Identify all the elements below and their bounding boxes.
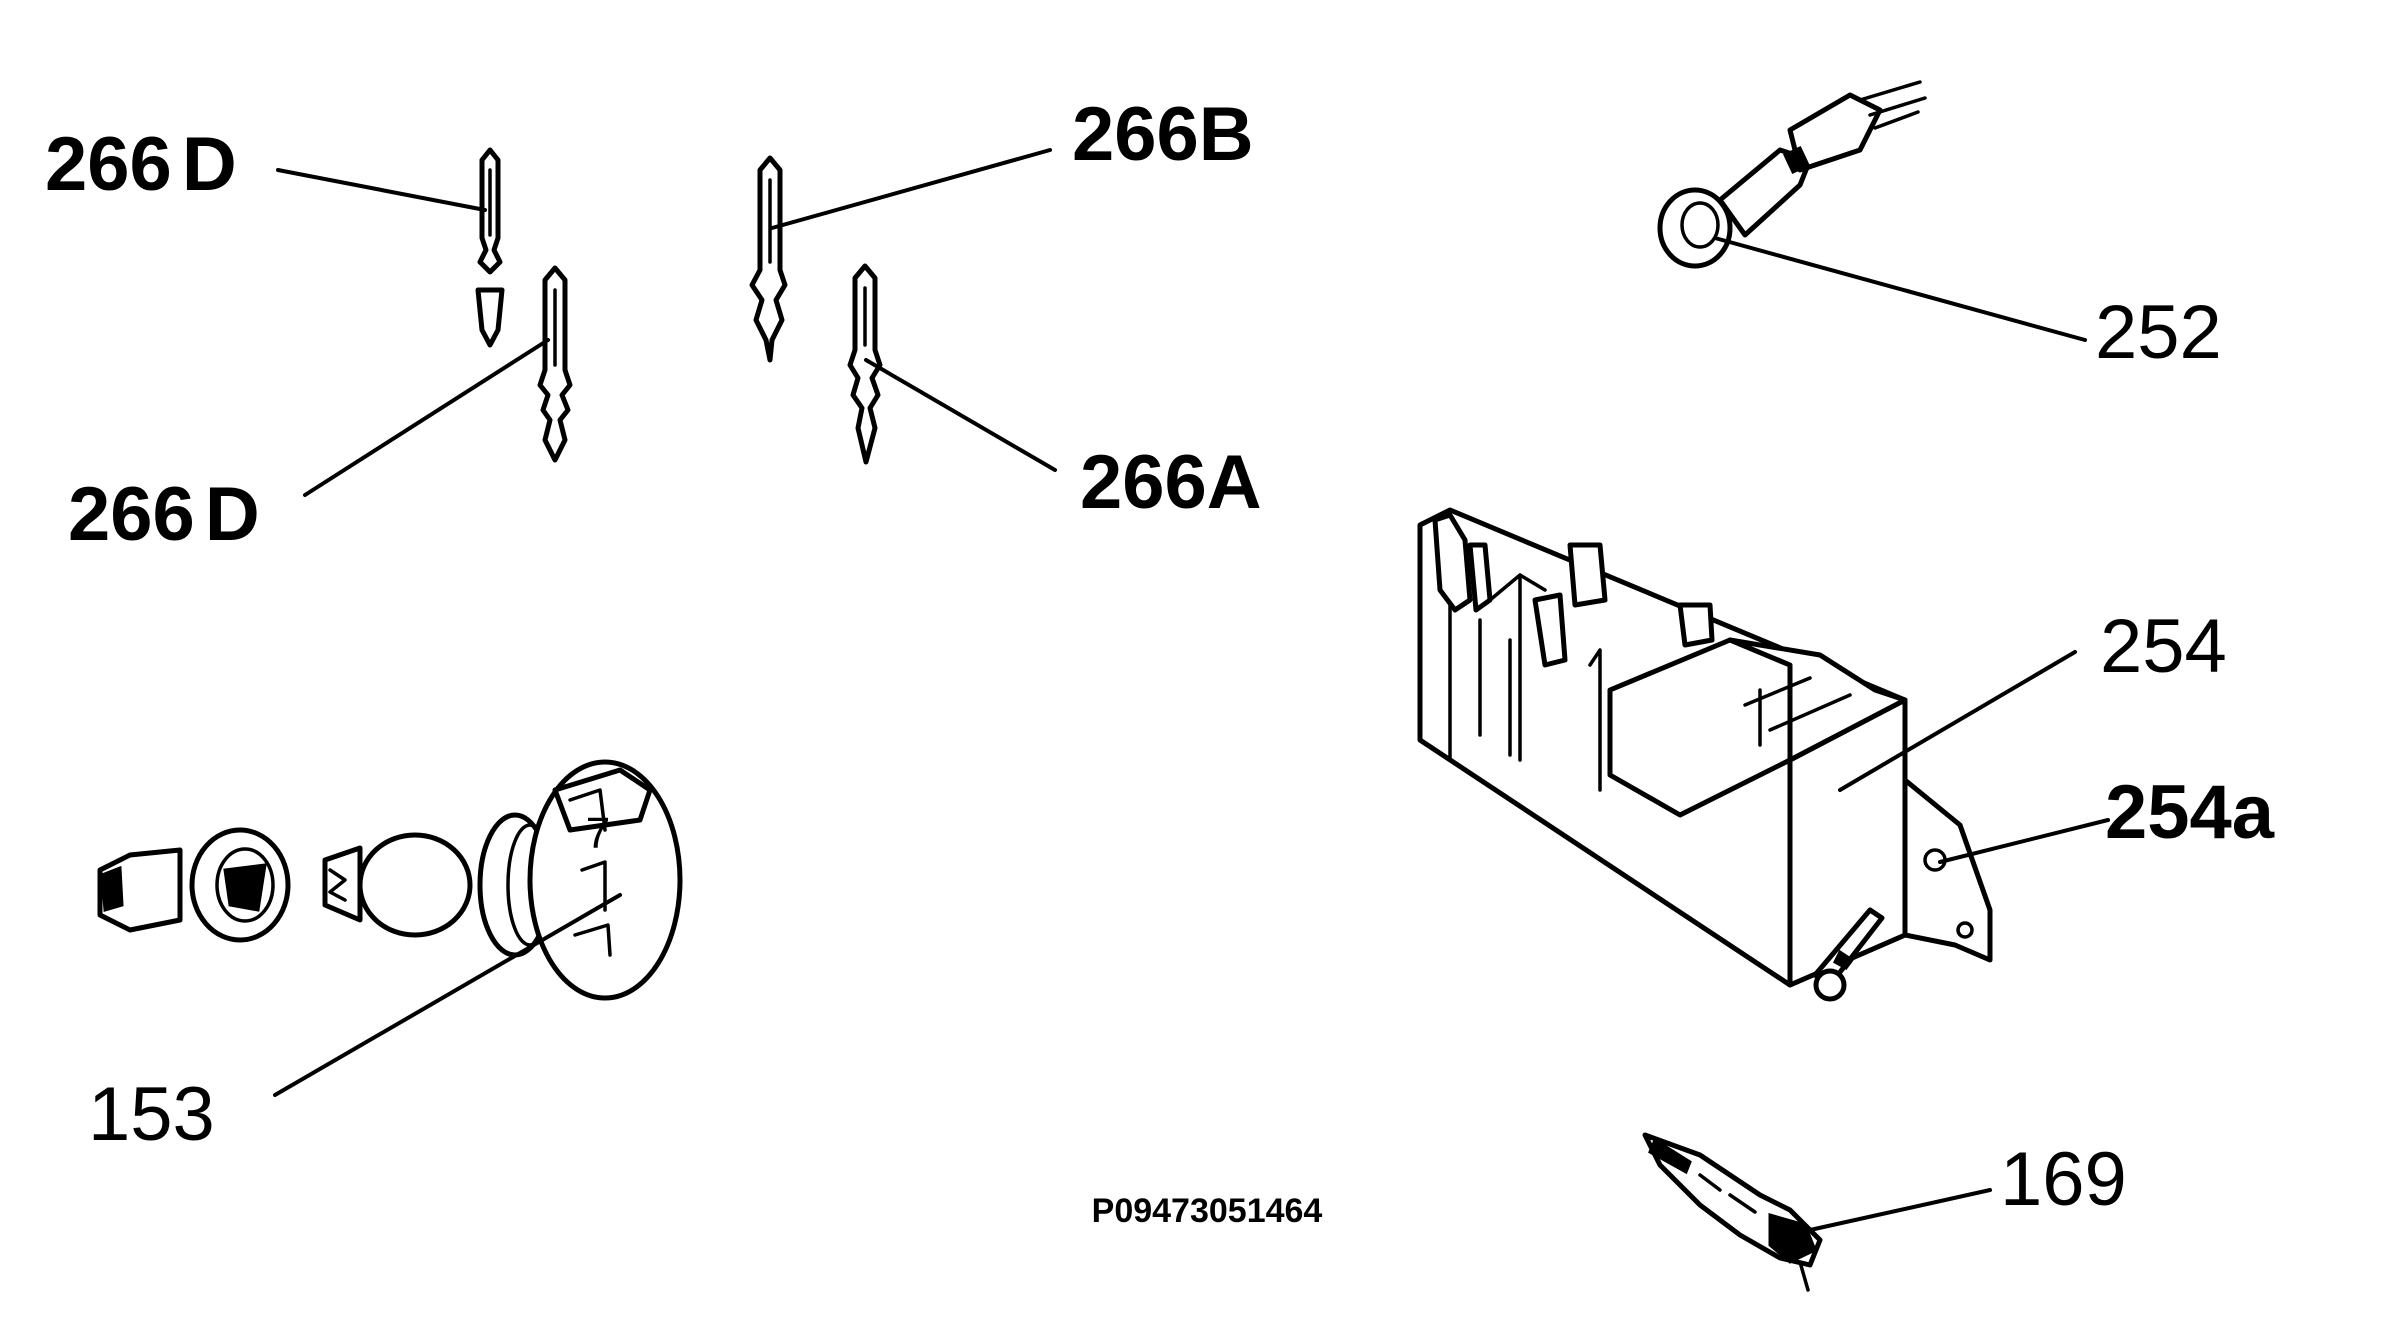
leader-266d-bottom bbox=[303, 338, 550, 497]
label-252: 252 bbox=[2095, 290, 2222, 375]
leader-266d-top bbox=[276, 168, 487, 212]
electrode-266b bbox=[749, 155, 788, 363]
leader-169 bbox=[1808, 1188, 1992, 1232]
lamp-holder-252 bbox=[1657, 80, 1927, 269]
drawing-code: P09473051464 bbox=[1092, 1192, 1323, 1230]
electrode-266d-lower bbox=[537, 265, 573, 463]
label-169: 169 bbox=[2000, 1137, 2127, 1222]
label-266b: 266B bbox=[1072, 92, 1254, 177]
leader-252 bbox=[1713, 236, 2087, 342]
knob-assembly-153: 7 bbox=[97, 759, 683, 1001]
label-254a: 254a bbox=[2105, 770, 2275, 855]
leader-254a bbox=[1938, 818, 2110, 864]
svg-text:7: 7 bbox=[586, 809, 610, 858]
leader-lines bbox=[273, 148, 2110, 1232]
electrode-266a bbox=[847, 263, 883, 465]
leader-266a bbox=[864, 358, 1057, 472]
leader-153 bbox=[273, 893, 622, 1097]
leader-254 bbox=[1838, 650, 2077, 792]
connector-169 bbox=[1642, 1132, 1823, 1292]
electrode-266d-upper bbox=[475, 147, 505, 348]
label-266a: 266A bbox=[1080, 440, 1262, 525]
spark-generator-254 bbox=[1417, 507, 1993, 1002]
leader-266b bbox=[770, 148, 1052, 230]
label-254: 254 bbox=[2100, 604, 2227, 689]
label-153: 153 bbox=[88, 1072, 215, 1157]
